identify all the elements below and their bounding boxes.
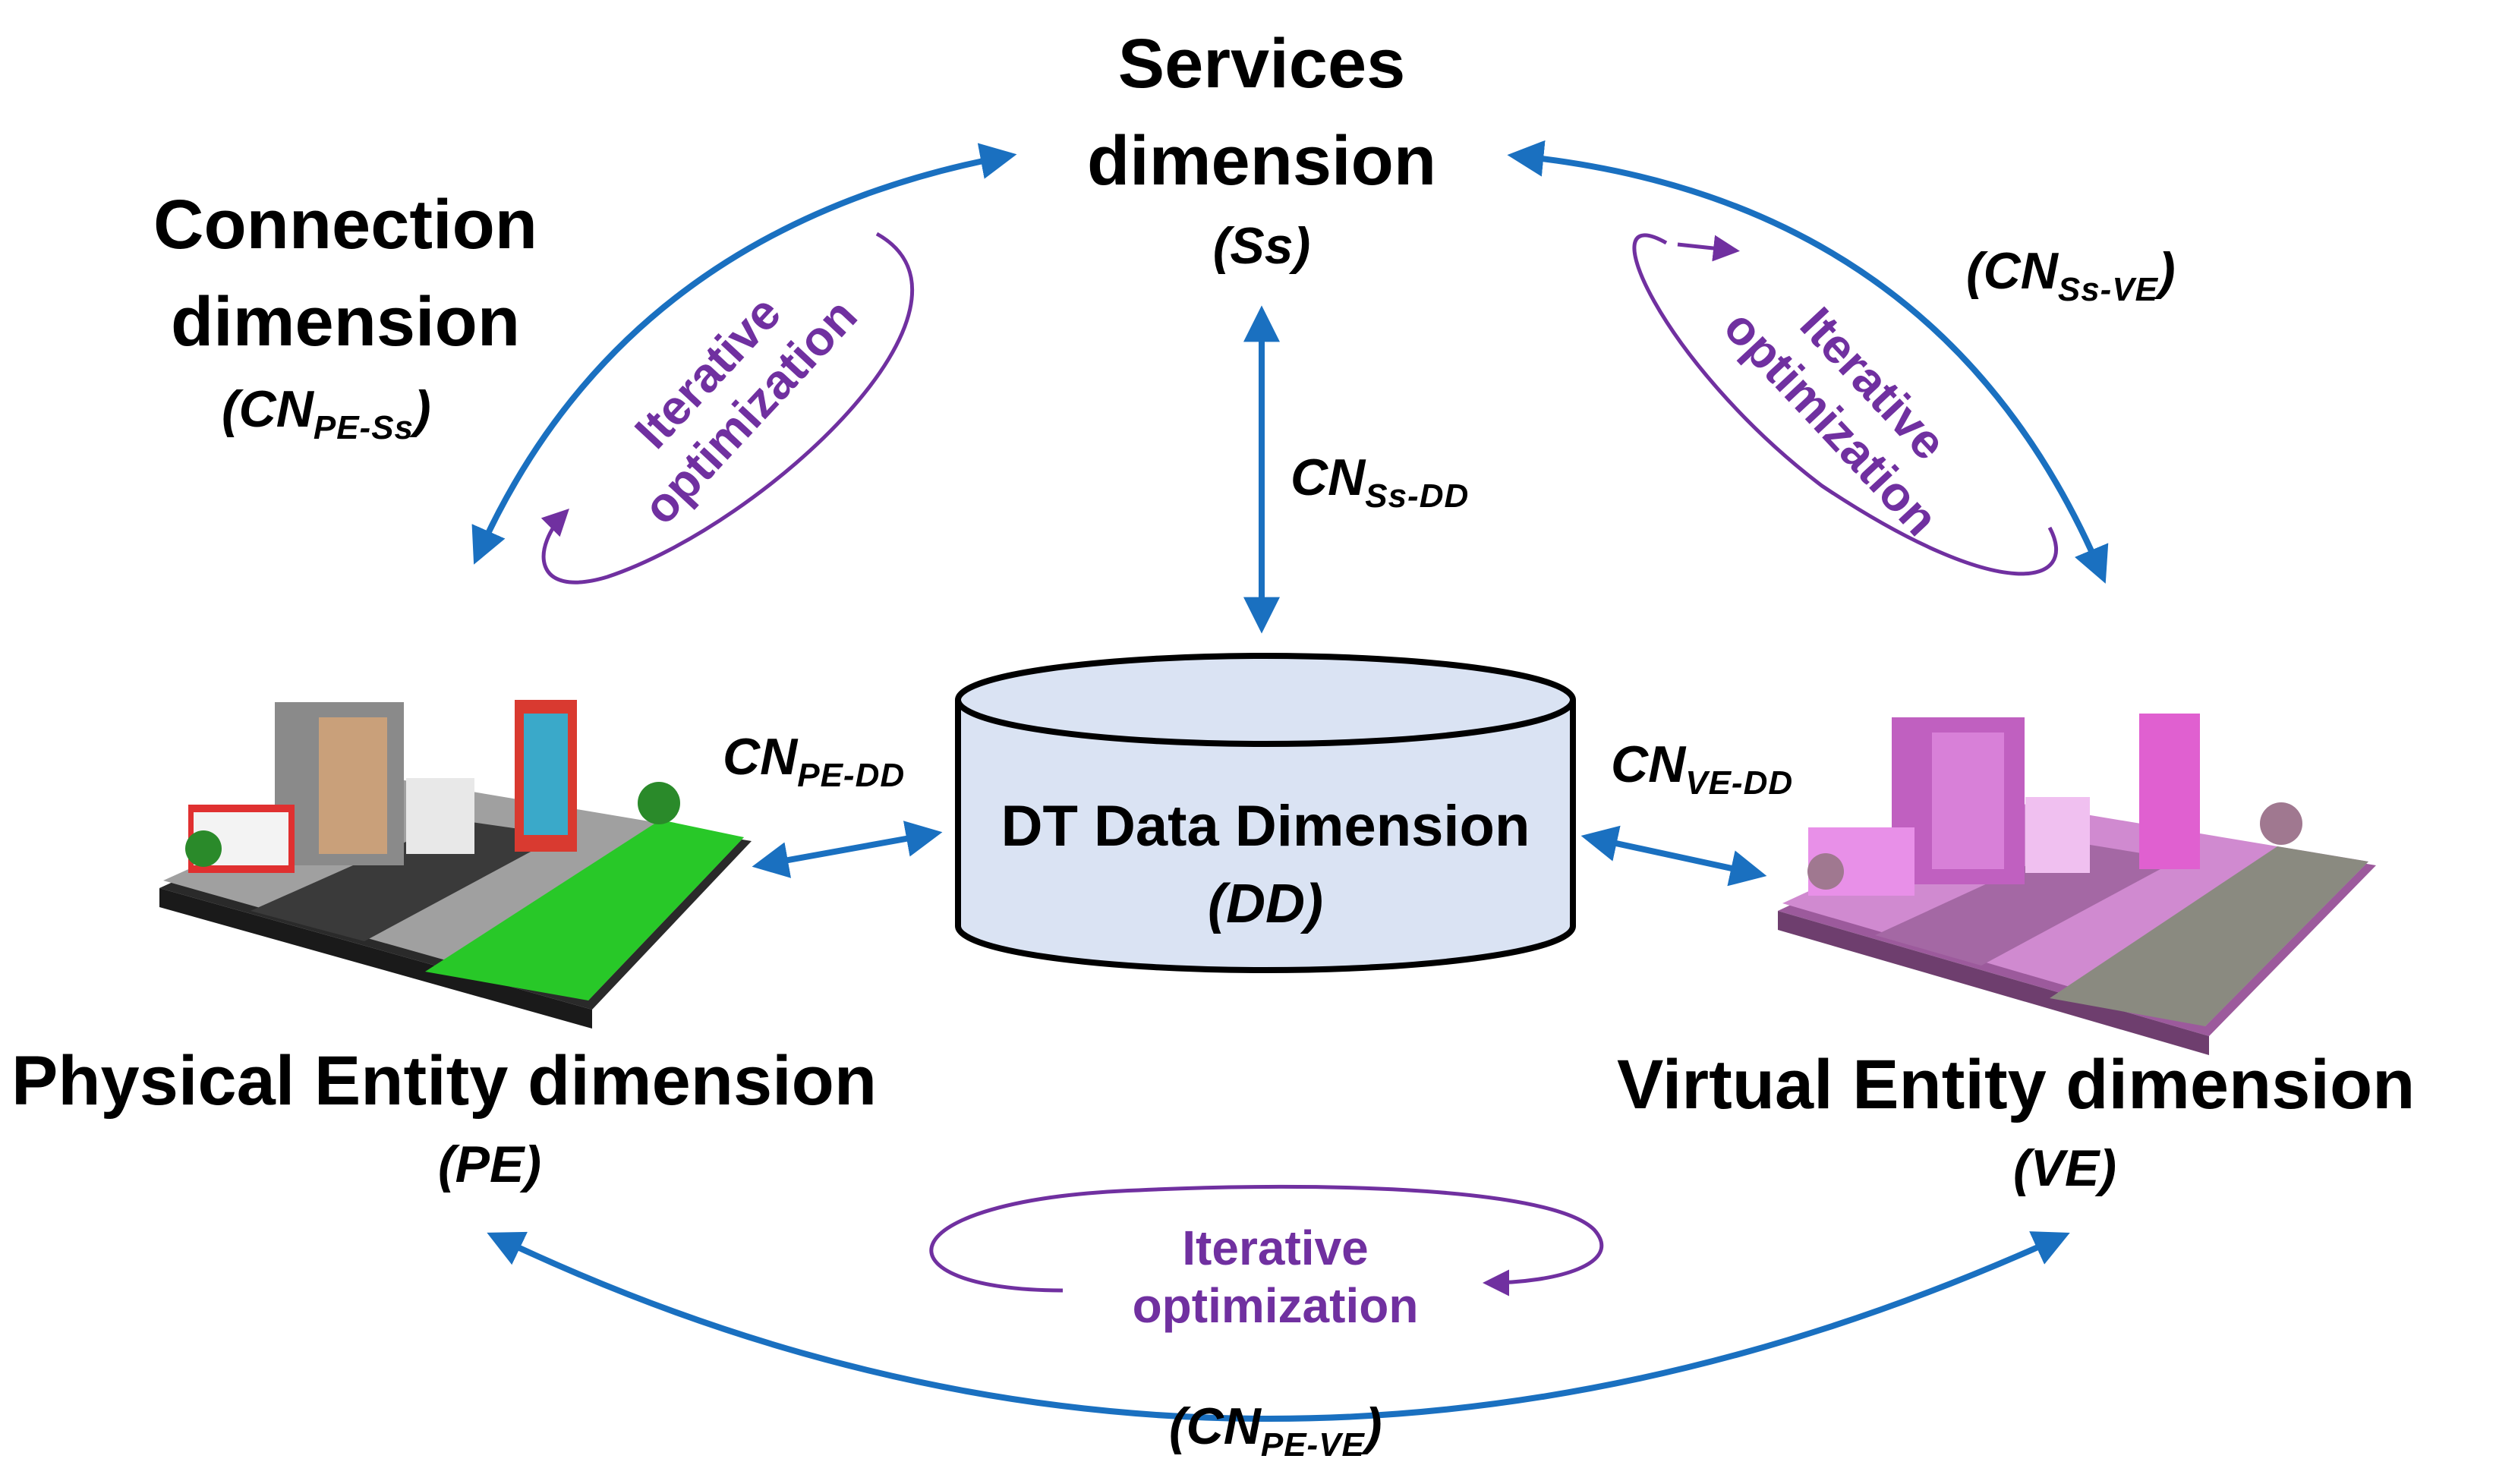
label-cn-ss-ve: (CNSs-VE) [1966, 242, 2176, 308]
services-title-line1: Services [1117, 25, 1406, 102]
connection-title-line1: Connection [153, 186, 537, 263]
data-dimension-title: DT Data Dimension [1001, 794, 1530, 859]
loop-left [540, 232, 915, 584]
loop-bottom [929, 1184, 1604, 1297]
label-cn-pe-dd: CNPE-DD [723, 728, 906, 794]
virtual-symbol: (VE) [2013, 1139, 2116, 1197]
label-cn-ss-dd: CNSs-DD [1291, 449, 1470, 515]
arrow-pe-dd [752, 821, 943, 878]
connection-title: Connection dimension [99, 176, 592, 370]
arrow-pe-ss [471, 143, 1017, 565]
services-title-line2: dimension [1086, 122, 1437, 200]
loop-bottom-line1: Iterative [1182, 1221, 1369, 1275]
loop-right-head [1677, 235, 1740, 262]
label-cn-pe-ve: (CNPE-VE) [1169, 1397, 1382, 1464]
loop-bottom-label: Iterative optimization [1093, 1219, 1458, 1334]
arrow-pe-ve [487, 1231, 2070, 1422]
connection-symbol: (CNPE-Ss) [222, 380, 431, 446]
services-symbol: (Ss) [1212, 217, 1311, 275]
arrow-ss-ve [1507, 140, 2109, 584]
label-cn-ve-dd: CNVE-DD [1611, 736, 1794, 802]
physical-city-model [159, 700, 752, 1029]
data-cylinder [955, 653, 1576, 973]
data-dimension-symbol: (DD) [1208, 874, 1323, 934]
loop-bottom-line2: optimization [1132, 1278, 1419, 1333]
virtual-title: Virtual Entity dimension [1617, 1046, 2416, 1123]
connection-title-line2: dimension [170, 283, 521, 361]
arrow-ve-dd [1580, 825, 1767, 887]
physical-symbol: (PE) [438, 1136, 541, 1193]
physical-title: Physical Entity dimension [11, 1042, 878, 1120]
loop-right [1632, 233, 2059, 576]
virtual-city-model [1778, 714, 2376, 1055]
services-title: Services dimension [1034, 15, 1489, 210]
